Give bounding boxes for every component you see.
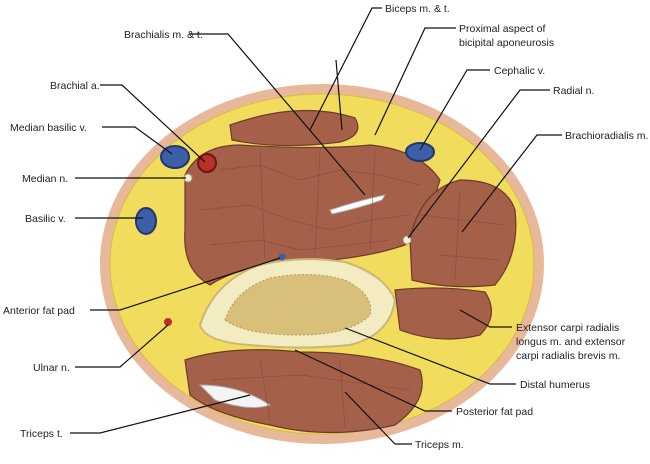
label-posterior-fat-pad: Posterior fat pad [456, 406, 533, 418]
triceps-muscle [184, 349, 423, 434]
extensor-carpi-radialis-muscle [394, 287, 492, 340]
label-triceps-tendon: Triceps t. [20, 428, 63, 440]
label-aponeurosis-line1: Proximal aspect of [459, 23, 545, 35]
brachioradialis-muscle [409, 179, 517, 288]
label-ecr-line1: Extensor carpi radialis [516, 322, 619, 334]
biceps-tendon [329, 194, 387, 215]
label-anterior-fat-pad: Anterior fat pad [3, 305, 75, 317]
muscle-texture [199, 149, 506, 429]
biceps-muscle [229, 109, 359, 147]
radial-nerve [402, 235, 412, 245]
label-aponeurosis-line2: bicipital aponeurosis [459, 37, 554, 49]
label-cephalic-vein: Cephalic v. [494, 65, 545, 77]
cephalic-vein [405, 142, 435, 162]
leader-lines [70, 7, 562, 445]
anterior-vessel [278, 253, 286, 261]
label-basilic-vein: Basilic v. [25, 213, 66, 225]
brachial-artery [197, 153, 217, 173]
label-biceps: Biceps m. & t. [385, 3, 450, 15]
label-median-nerve: Median n. [22, 173, 68, 185]
label-ecr-line2: longus m. and extensor [516, 336, 626, 348]
basilic-vein [135, 207, 157, 235]
label-radial-nerve: Radial n. [553, 85, 594, 97]
triceps-tendon [198, 384, 272, 409]
label-ulnar-nerve: Ulnar n. [33, 362, 70, 374]
ulnar-nerve [164, 318, 172, 326]
label-brachioradialis: Brachioradialis m. [565, 130, 648, 142]
label-ecr-line3: carpi radialis brevis m. [516, 350, 620, 362]
label-brachialis: Brachialis m. & t. [124, 29, 203, 41]
label-median-basilic-vein: Median basilic v. [10, 122, 87, 134]
label-distal-humerus: Distal humerus [520, 379, 590, 391]
bone-marrow [224, 273, 372, 336]
label-triceps-muscle: Triceps m. [415, 439, 464, 451]
label-brachial-artery: Brachial a. [50, 80, 100, 92]
